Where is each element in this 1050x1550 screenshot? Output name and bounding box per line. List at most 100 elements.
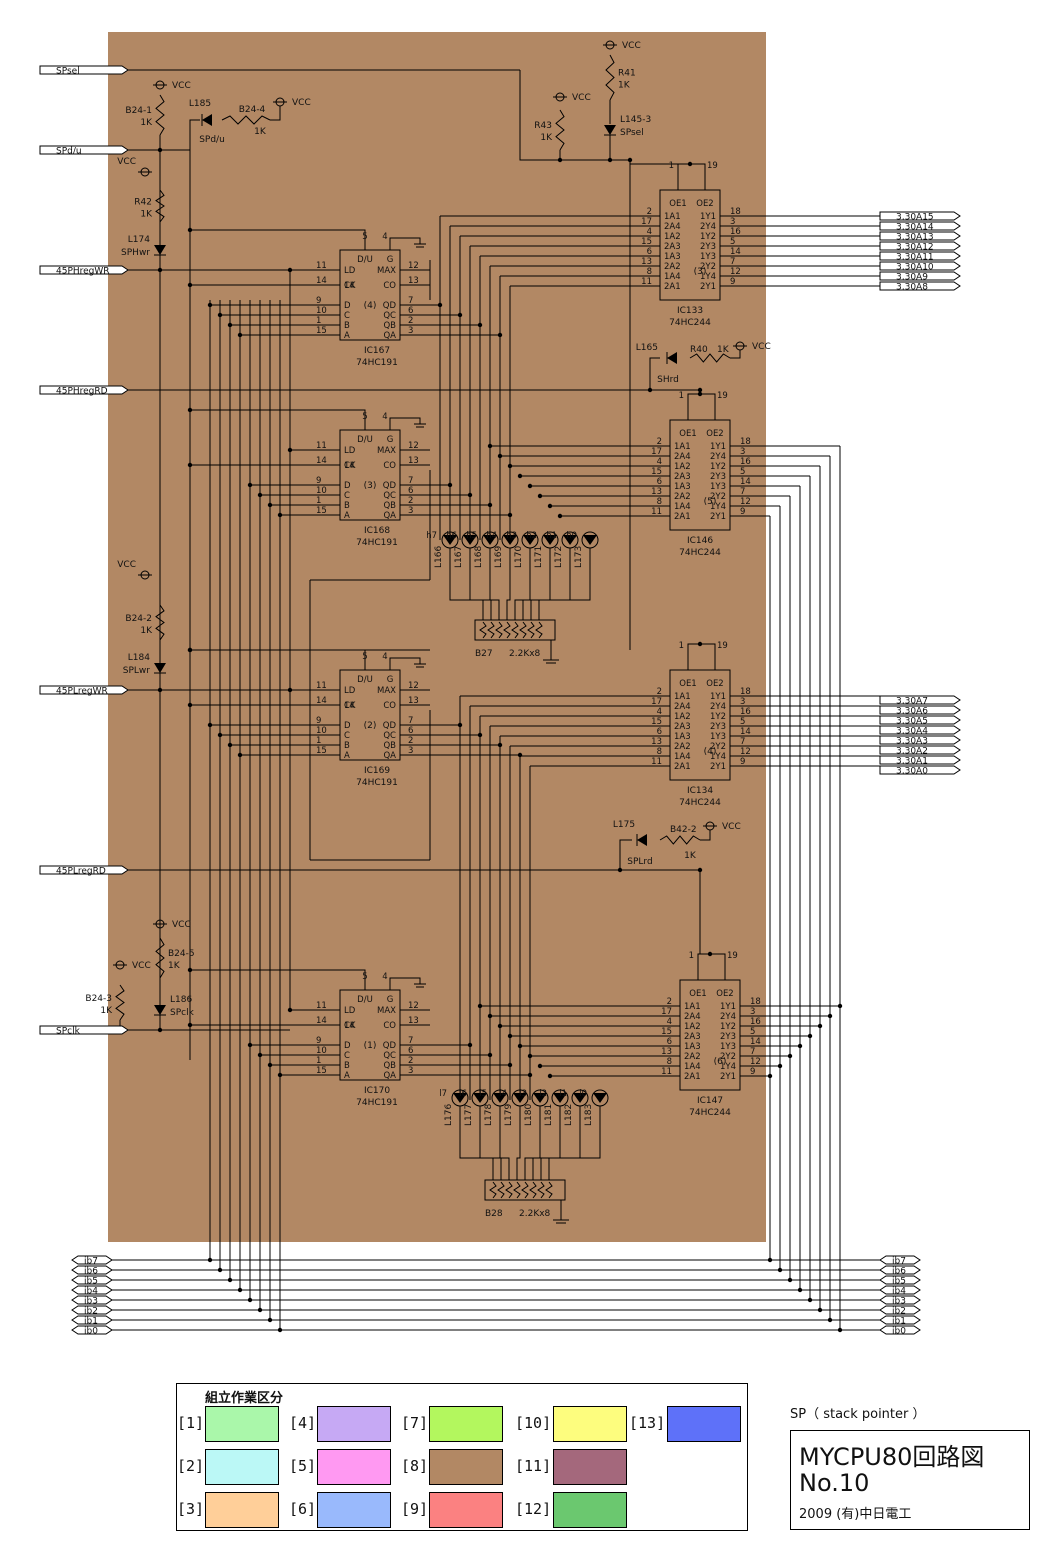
led-ref: L165 bbox=[636, 343, 658, 353]
du-wire bbox=[190, 409, 366, 422]
led-ref: L183 bbox=[584, 1104, 594, 1126]
led-ref: L185 bbox=[189, 99, 211, 109]
led-ring bbox=[581, 531, 599, 549]
bus-port: ib3 bbox=[71, 1295, 113, 1307]
junction-dot bbox=[517, 1043, 523, 1049]
port-shape bbox=[879, 251, 961, 261]
led-ref: L184 bbox=[128, 653, 150, 663]
bus-label: ib7 bbox=[892, 1257, 906, 1267]
ic-ref: IC147 bbox=[697, 1096, 723, 1106]
led-ref: L186 bbox=[170, 995, 192, 1005]
junction-dot bbox=[517, 473, 523, 479]
pin-number: 11 bbox=[661, 1067, 672, 1077]
legend-item: [9] bbox=[401, 1492, 511, 1528]
pin-number: 6 bbox=[657, 477, 662, 487]
pin-number: 7 bbox=[730, 257, 735, 267]
pin-number: 12 bbox=[740, 747, 751, 757]
pin-number: 6 bbox=[408, 1046, 413, 1056]
unit-label: (3) bbox=[694, 267, 707, 277]
led-symbol bbox=[523, 535, 537, 545]
vcc-label: VCC bbox=[622, 41, 641, 51]
legend-swatch bbox=[317, 1406, 391, 1442]
junction-dot bbox=[617, 867, 623, 873]
pin-number: 5 bbox=[362, 652, 367, 662]
pin-number: 14 bbox=[316, 696, 327, 706]
pin-name: 2Y4 bbox=[710, 452, 726, 462]
led-ring bbox=[461, 531, 479, 549]
pin-name: 2Y4 bbox=[710, 702, 726, 712]
vcc-symbol bbox=[705, 821, 715, 831]
pin-name: 1Y4 bbox=[710, 752, 726, 762]
junction-dot bbox=[697, 867, 703, 873]
output-port: 3,30A6 bbox=[879, 705, 961, 717]
pin-name: 1A4 bbox=[674, 752, 691, 762]
pin-number: 2 bbox=[657, 437, 662, 447]
port-label: 3,30A1 bbox=[896, 757, 928, 767]
led-wire bbox=[548, 1106, 601, 1180]
output-port: 3,30A8 bbox=[879, 281, 961, 293]
pin-number: 12 bbox=[408, 441, 419, 451]
rnet-element bbox=[519, 621, 527, 639]
led-ring bbox=[531, 1089, 549, 1107]
pin-name: 2A2 bbox=[684, 1052, 701, 1062]
pin-name: 1A3 bbox=[684, 1042, 701, 1052]
led-ref: L168 bbox=[474, 546, 484, 568]
vcc-symbol bbox=[605, 40, 615, 50]
led-tag: l0 bbox=[579, 1089, 587, 1099]
led-wire bbox=[489, 548, 500, 620]
pin-blank: 14 bbox=[344, 701, 355, 711]
vcc-label: VCC bbox=[572, 93, 591, 103]
resistor-ref: R43 bbox=[534, 121, 552, 131]
bus-label: ib2 bbox=[84, 1307, 98, 1317]
ic-ref: IC168 bbox=[364, 526, 390, 536]
pin-number: 13 bbox=[408, 1016, 419, 1026]
pin-name: 2Y4 bbox=[700, 222, 716, 232]
led-ring bbox=[471, 1089, 489, 1107]
pin-name: 1A1 bbox=[664, 212, 681, 222]
led-tag: h4 bbox=[486, 531, 497, 541]
junction-dot bbox=[827, 1013, 833, 1019]
pin-name: LD bbox=[344, 266, 356, 276]
junction-dot bbox=[817, 1023, 823, 1029]
pin-number: 9 bbox=[740, 507, 745, 517]
pin-number: 8 bbox=[657, 747, 662, 757]
pin-name: 1Y3 bbox=[700, 252, 716, 262]
junction-dot bbox=[807, 1297, 813, 1303]
bus-label: ib6 bbox=[892, 1267, 906, 1277]
pin-name: QD bbox=[383, 481, 397, 491]
port-shape bbox=[71, 1325, 113, 1335]
pin-number: 19 bbox=[717, 641, 728, 651]
pin-name: QA bbox=[383, 331, 396, 341]
pin-name: 2A3 bbox=[674, 722, 691, 732]
pin-name: C bbox=[344, 311, 350, 321]
pin-name: C bbox=[344, 1051, 350, 1061]
port-shape bbox=[71, 1285, 113, 1295]
pin-number: 6 bbox=[667, 1037, 672, 1047]
pin-name: QA bbox=[383, 751, 396, 761]
legend-swatch bbox=[205, 1492, 279, 1528]
resistor bbox=[689, 353, 731, 363]
pin-number: 11 bbox=[641, 277, 652, 287]
pin-number: 15 bbox=[651, 717, 662, 727]
vcc-label: VCC bbox=[172, 81, 191, 91]
junction-dot bbox=[787, 1277, 793, 1283]
rnet-ref: B28 bbox=[485, 1209, 503, 1219]
input-port: 45PLregWR bbox=[39, 685, 129, 697]
led-label: SPLwr bbox=[123, 666, 151, 676]
pin-name: B bbox=[344, 1061, 350, 1071]
pin-name: G bbox=[387, 435, 394, 445]
pin-name: 2Y1 bbox=[700, 282, 716, 292]
port-shape bbox=[39, 385, 129, 395]
pin-name: 1A2 bbox=[684, 1022, 701, 1032]
led-wire bbox=[649, 357, 660, 390]
led-symbol bbox=[667, 352, 677, 364]
junction-dot bbox=[487, 443, 493, 449]
port-shape bbox=[39, 145, 129, 155]
vcc-symbol bbox=[555, 92, 565, 102]
legend-swatch bbox=[429, 1406, 503, 1442]
input-port: 45PHregRD bbox=[39, 385, 129, 397]
pin-number: 16 bbox=[750, 1017, 761, 1027]
pin-name: 1A3 bbox=[664, 252, 681, 262]
vcc-label: VCC bbox=[132, 961, 151, 971]
g-ground bbox=[389, 237, 421, 244]
